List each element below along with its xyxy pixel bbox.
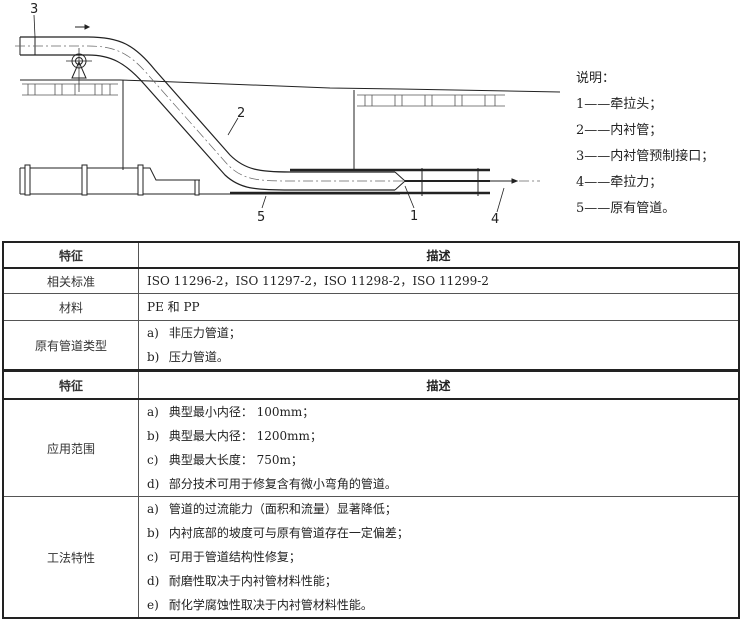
feature-cell: 相关标准 bbox=[2, 267, 139, 294]
legend-item: 5——原有管道。 bbox=[576, 201, 676, 216]
item-label: d) bbox=[147, 574, 160, 588]
table-row: 原有管道类型 a) 非压力管道； b) 压力管道。 bbox=[2, 320, 740, 371]
callout-5: 5 bbox=[257, 210, 265, 225]
item-label: a) bbox=[147, 326, 159, 340]
callout-4: 4 bbox=[491, 212, 499, 227]
item-text: 压力管道。 bbox=[168, 350, 229, 364]
item-text: 典型最大内径： 1200mm； bbox=[168, 429, 322, 443]
header-feature: 特征 bbox=[2, 241, 139, 269]
characteristics-table-1: 特征 描述 相关标准 ISO 11296-2，ISO 11297-2，ISO 1… bbox=[2, 241, 740, 371]
table-row: 应用范围 a) 典型最小内径： 100mm； b) 典型最大内径： 1200mm… bbox=[2, 398, 740, 497]
item-label: b) bbox=[147, 429, 160, 443]
characteristics-table-2: 特征 描述 应用范围 a) 典型最小内径： 100mm； b) 典型最大内径： … bbox=[2, 370, 740, 619]
item-label: b) bbox=[147, 350, 160, 364]
item-label: d) bbox=[147, 477, 160, 491]
legend-item: 2——内衬管； bbox=[576, 123, 663, 138]
item-text: 可用于管道结构性修复； bbox=[168, 550, 301, 564]
item-text: 管道的过流能力（面积和流量）显著降低； bbox=[168, 502, 397, 516]
legend-item: 4——牵拉力； bbox=[576, 175, 663, 190]
header-feature: 特征 bbox=[2, 370, 139, 400]
callout-1: 1 bbox=[410, 209, 418, 224]
table-row: 材料 PE 和 PP bbox=[2, 293, 740, 321]
description-text: PE 和 PP bbox=[147, 300, 200, 314]
item-label: a) bbox=[147, 405, 159, 419]
header-description: 描述 bbox=[138, 241, 740, 269]
item-text: 非压力管道； bbox=[168, 326, 241, 340]
pipe-lining-diagram: 3 2 5 1 4 bbox=[0, 0, 561, 235]
item-text: 内衬底部的坡度可与原有管道存在一定偏差； bbox=[168, 526, 409, 540]
item-label: c) bbox=[147, 550, 159, 564]
legend-item: 3——内衬管预制接口； bbox=[576, 149, 715, 164]
description-text: ISO 11296-2，ISO 11297-2，ISO 11298-2，ISO … bbox=[147, 274, 489, 288]
item-label: b) bbox=[147, 526, 160, 540]
item-text: 耐化学腐蚀性取决于内衬管材料性能。 bbox=[168, 598, 373, 612]
feature-cell: 应用范围 bbox=[2, 398, 139, 497]
legend-title: 说明： bbox=[576, 71, 616, 86]
header-description: 描述 bbox=[138, 370, 740, 400]
callout-3: 3 bbox=[30, 2, 38, 17]
item-label: e) bbox=[147, 598, 159, 612]
item-text: 典型最小内径： 100mm； bbox=[168, 405, 315, 419]
item-text: 典型最大长度： 750m； bbox=[168, 453, 303, 467]
table-row: 相关标准 ISO 11296-2，ISO 11297-2，ISO 11298-2… bbox=[2, 267, 740, 294]
legend-item: 1——牵拉头； bbox=[576, 97, 663, 112]
item-label: c) bbox=[147, 453, 159, 467]
item-text: 耐磨性取决于内衬管材料性能； bbox=[168, 574, 337, 588]
feature-cell: 工法特性 bbox=[2, 496, 139, 619]
feature-cell: 材料 bbox=[2, 293, 139, 321]
item-label: a) bbox=[147, 502, 159, 516]
figure-legend: 说明： 1——牵拉头； 2——内衬管； 3——内衬管预制接口； 4——牵拉力； … bbox=[576, 66, 714, 222]
item-text: 部分技术可用于修复含有微小弯角的管道。 bbox=[168, 477, 397, 491]
callout-2: 2 bbox=[237, 106, 245, 121]
table-row: 工法特性 a) 管道的过流能力（面积和流量）显著降低； b) 内衬底部的坡度可与… bbox=[2, 496, 740, 619]
feature-cell: 原有管道类型 bbox=[2, 320, 139, 371]
